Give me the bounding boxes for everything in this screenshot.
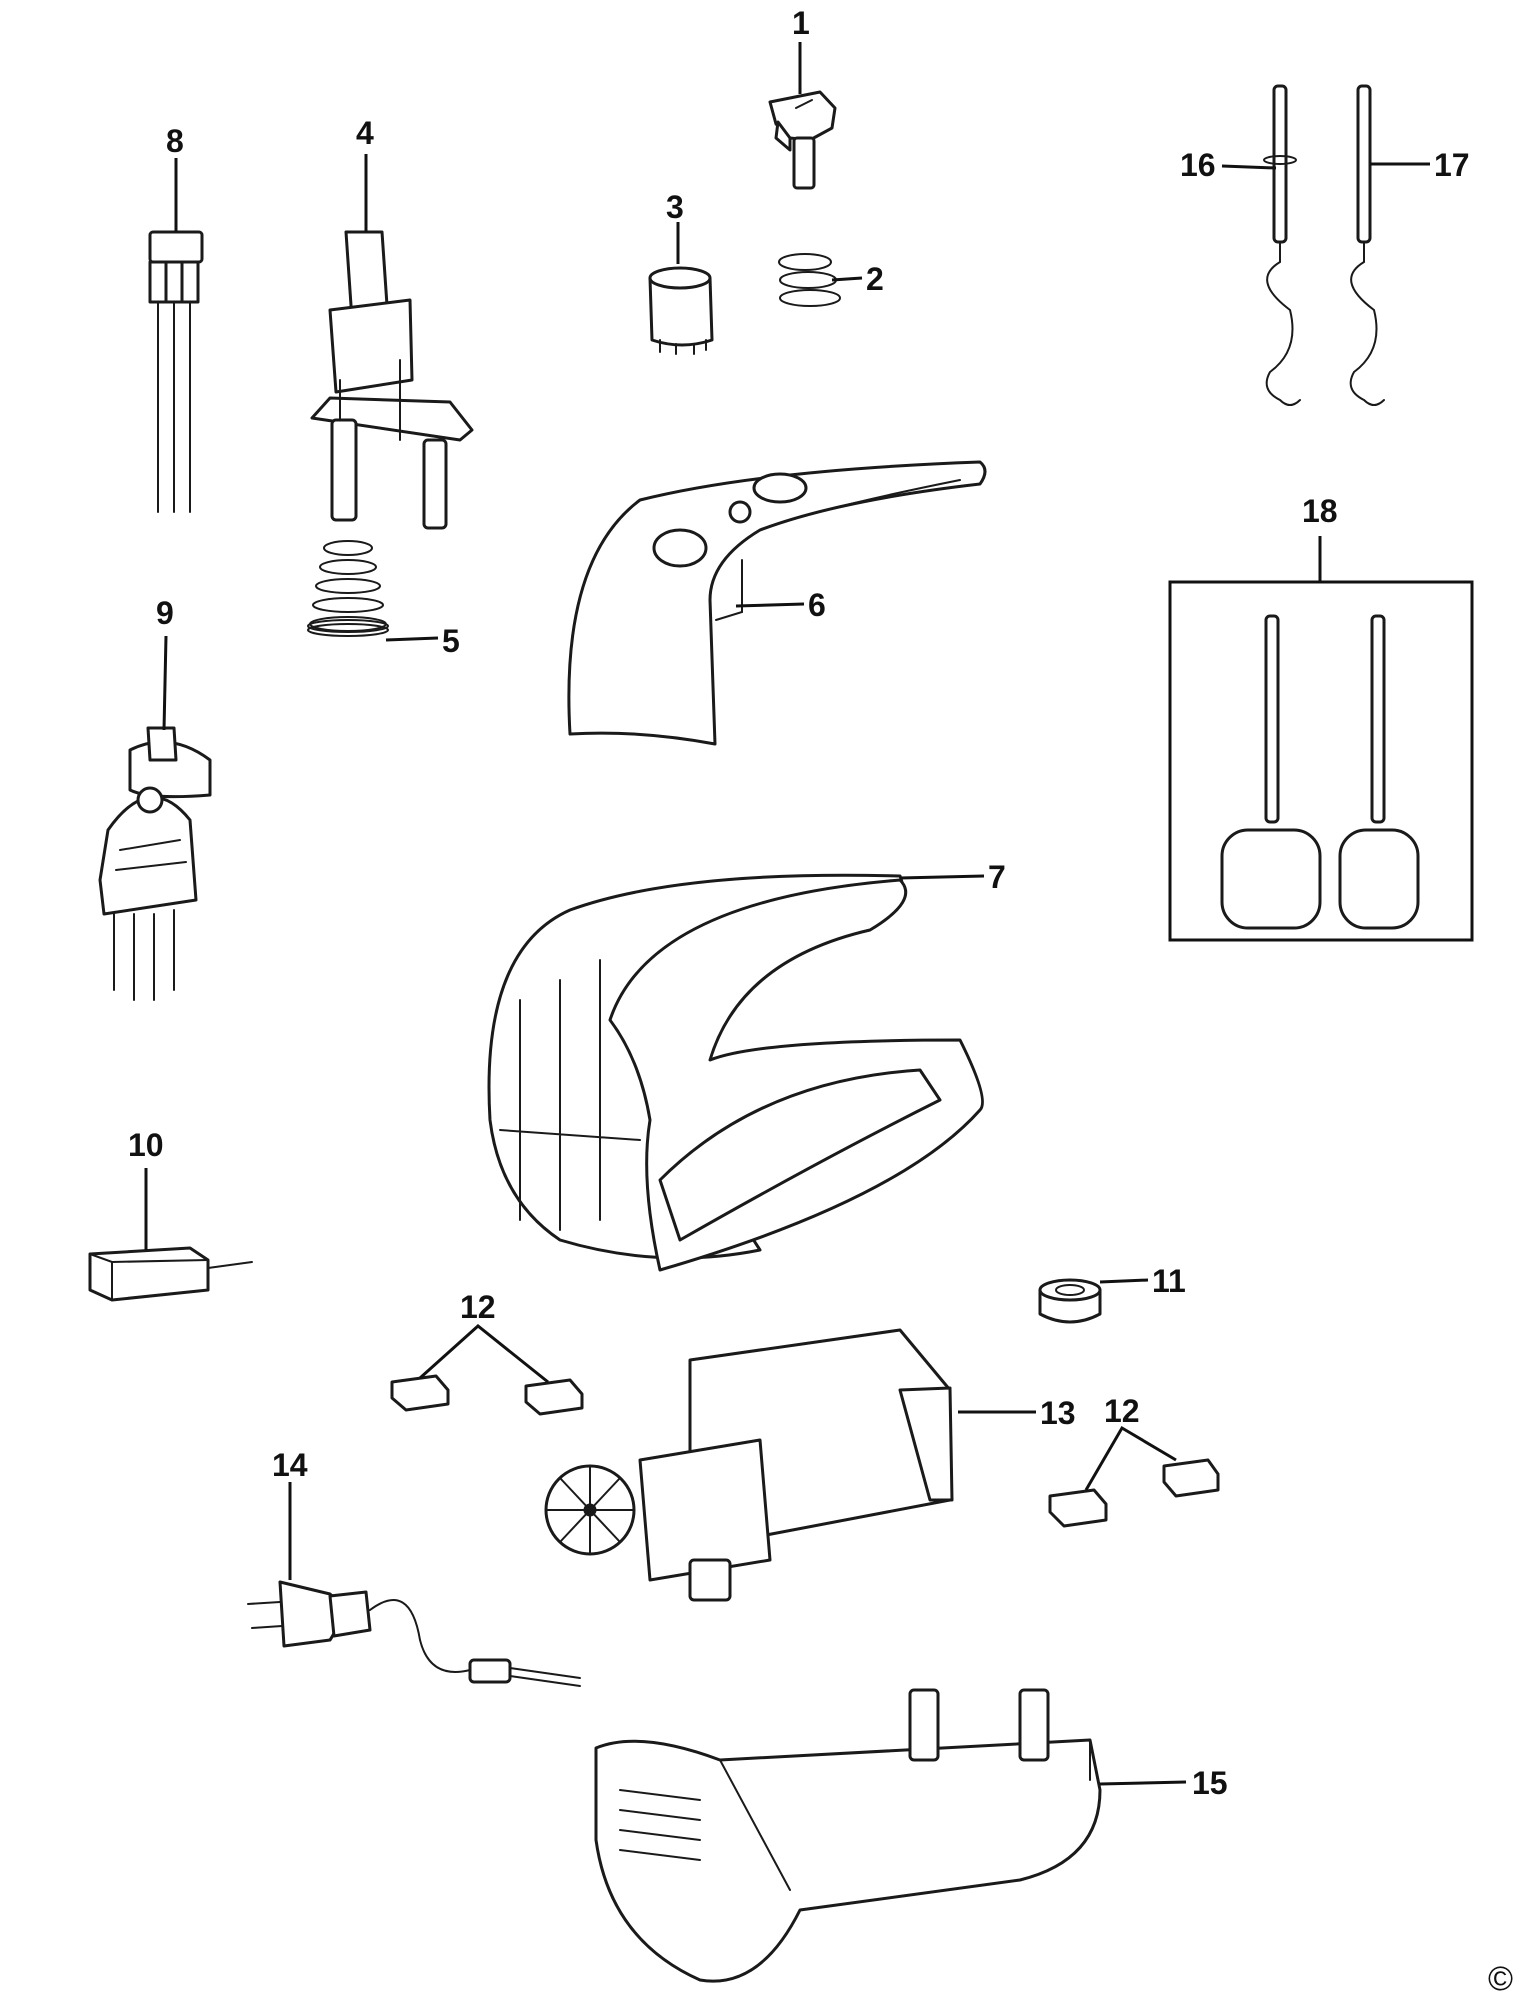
label-part-12-right: 12 xyxy=(1104,1393,1140,1429)
label-part-7: 7 xyxy=(988,859,1006,895)
part-4-ejector-assembly xyxy=(310,230,474,530)
label-part-6: 6 xyxy=(808,587,826,623)
copyright-mark: © xyxy=(1488,1960,1513,1998)
part-12-brushes-right xyxy=(1048,1458,1220,1528)
part-13-motor xyxy=(544,1328,954,1602)
part-10-capacitor xyxy=(88,1246,253,1302)
part-5-coil-spring xyxy=(307,540,389,637)
part-1-button-cap xyxy=(768,90,837,190)
part-12-brushes-left xyxy=(390,1374,584,1416)
part-11-ferrite-ring xyxy=(1038,1278,1102,1324)
callout-labels: 1 2 3 4 5 6 7 8 9 10 11 12 13 12 14 15 1… xyxy=(128,5,1470,1801)
label-part-18: 18 xyxy=(1302,493,1338,529)
part-3-knob xyxy=(648,266,714,355)
part-6-handle-cover xyxy=(567,460,987,746)
label-part-14: 14 xyxy=(272,1447,308,1483)
label-part-13: 13 xyxy=(1040,1395,1076,1431)
part-17-dough-hook xyxy=(1349,84,1385,406)
label-part-17: 17 xyxy=(1434,147,1470,183)
label-part-12-left: 12 xyxy=(460,1289,496,1325)
label-part-9: 9 xyxy=(156,595,174,631)
part-8-switch xyxy=(148,230,204,513)
part-9-speed-selector xyxy=(98,726,212,1001)
part-14-power-cord xyxy=(247,1580,581,1687)
part-18-beaters-set xyxy=(1168,580,1474,942)
part-16-dough-hook xyxy=(1263,84,1301,406)
label-part-11: 11 xyxy=(1152,1263,1186,1299)
part-7-main-housing xyxy=(487,873,984,1272)
part-2-small-spring xyxy=(778,253,841,307)
leader-lines xyxy=(144,42,1430,1786)
label-part-5: 5 xyxy=(442,623,460,659)
label-part-10: 10 xyxy=(128,1127,164,1163)
label-part-16: 16 xyxy=(1180,147,1216,183)
label-part-8: 8 xyxy=(166,123,184,159)
label-part-4: 4 xyxy=(356,115,374,151)
label-part-15: 15 xyxy=(1192,1765,1228,1801)
label-part-2: 2 xyxy=(866,261,884,297)
part-15-base-housing xyxy=(594,1688,1102,1983)
label-part-1: 1 xyxy=(792,5,810,41)
label-part-3: 3 xyxy=(666,189,684,225)
